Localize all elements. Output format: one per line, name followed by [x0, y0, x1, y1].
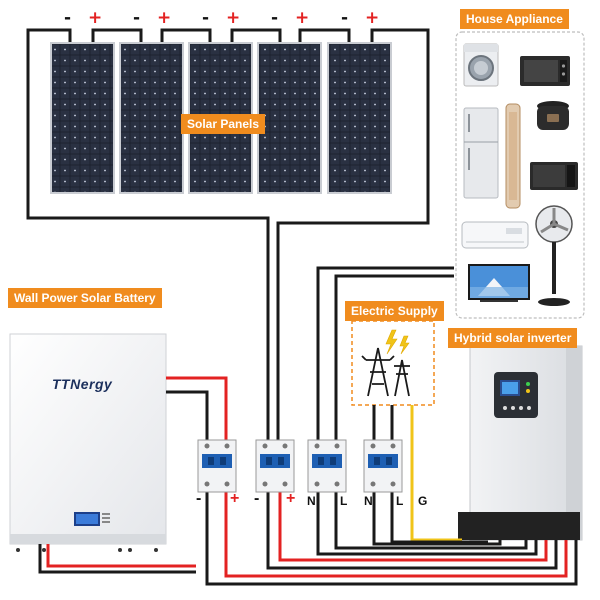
terminal-appliance-neutral: N: [307, 494, 316, 508]
panel-1-minus: -: [64, 8, 72, 28]
panel-2-minus: -: [133, 8, 141, 28]
rice-cooker-icon: [537, 101, 569, 130]
panel-4-plus: +: [295, 8, 310, 28]
solar-panel-icon: [119, 42, 184, 194]
hybrid-inverter-label: Hybrid solar inverter: [448, 328, 578, 348]
supply-ground-wire: [410, 405, 462, 542]
solar-panel-icon: [327, 42, 392, 194]
terminal-grid-live: L: [396, 494, 404, 508]
hybrid-inverter-icon: [458, 345, 583, 541]
panel-3-plus: +: [226, 8, 241, 28]
fridge-icon: [463, 107, 499, 199]
panel-3-minus: -: [202, 8, 210, 28]
appliance-neutral-wire: [316, 266, 454, 455]
inverter-wiring: [38, 490, 578, 586]
terminal-solar-negative: -: [254, 490, 260, 507]
power-tower-icon: [361, 347, 410, 397]
panel-wiring: [26, 28, 430, 455]
solar-panels-label: Solar Panels: [181, 114, 266, 134]
terminal-battery-positive: +: [230, 490, 240, 507]
electric-supply-label: Electric Supply: [345, 301, 444, 321]
battery-negative-wire: [166, 390, 209, 455]
terminal-appliance-live: L: [340, 494, 348, 508]
panel-1-plus: +: [88, 8, 103, 28]
panel-4-minus: -: [271, 8, 279, 28]
panel-2-plus: +: [157, 8, 172, 28]
terminal-grid-neutral: N: [364, 494, 373, 508]
breaker-solar: [255, 439, 295, 493]
terminal-grid-ground: G: [418, 494, 428, 508]
battery-positive-wire: [166, 376, 228, 455]
solar-panel-icon: [257, 42, 322, 194]
panel-5-plus: +: [365, 8, 380, 28]
oven-icon: [520, 56, 570, 86]
tv-icon: [468, 264, 530, 302]
house-appliance-label: House Appliance: [460, 9, 569, 29]
microwave-icon: [530, 162, 578, 190]
solar-panel-icon: [50, 42, 115, 194]
solar-panels: [50, 42, 392, 194]
washing-machine-icon: [463, 43, 499, 87]
breaker-battery: [197, 439, 237, 493]
wall-battery-icon: [9, 333, 167, 552]
breaker-appliance: [307, 439, 347, 493]
wall-battery-label: Wall Power Solar Battery: [8, 288, 162, 308]
lightning-icon: [385, 329, 410, 355]
panel-5-minus: -: [341, 8, 349, 28]
fan-icon: [535, 205, 573, 306]
battery-brand: TTNergy: [52, 376, 113, 392]
air-conditioner-icon: [461, 221, 529, 249]
breaker-grid: [363, 439, 403, 493]
air-purifier-icon: [505, 103, 521, 209]
terminal-battery-negative: -: [196, 490, 202, 507]
appliance-live-wire: [334, 274, 454, 455]
terminal-solar-positive: +: [286, 490, 296, 507]
